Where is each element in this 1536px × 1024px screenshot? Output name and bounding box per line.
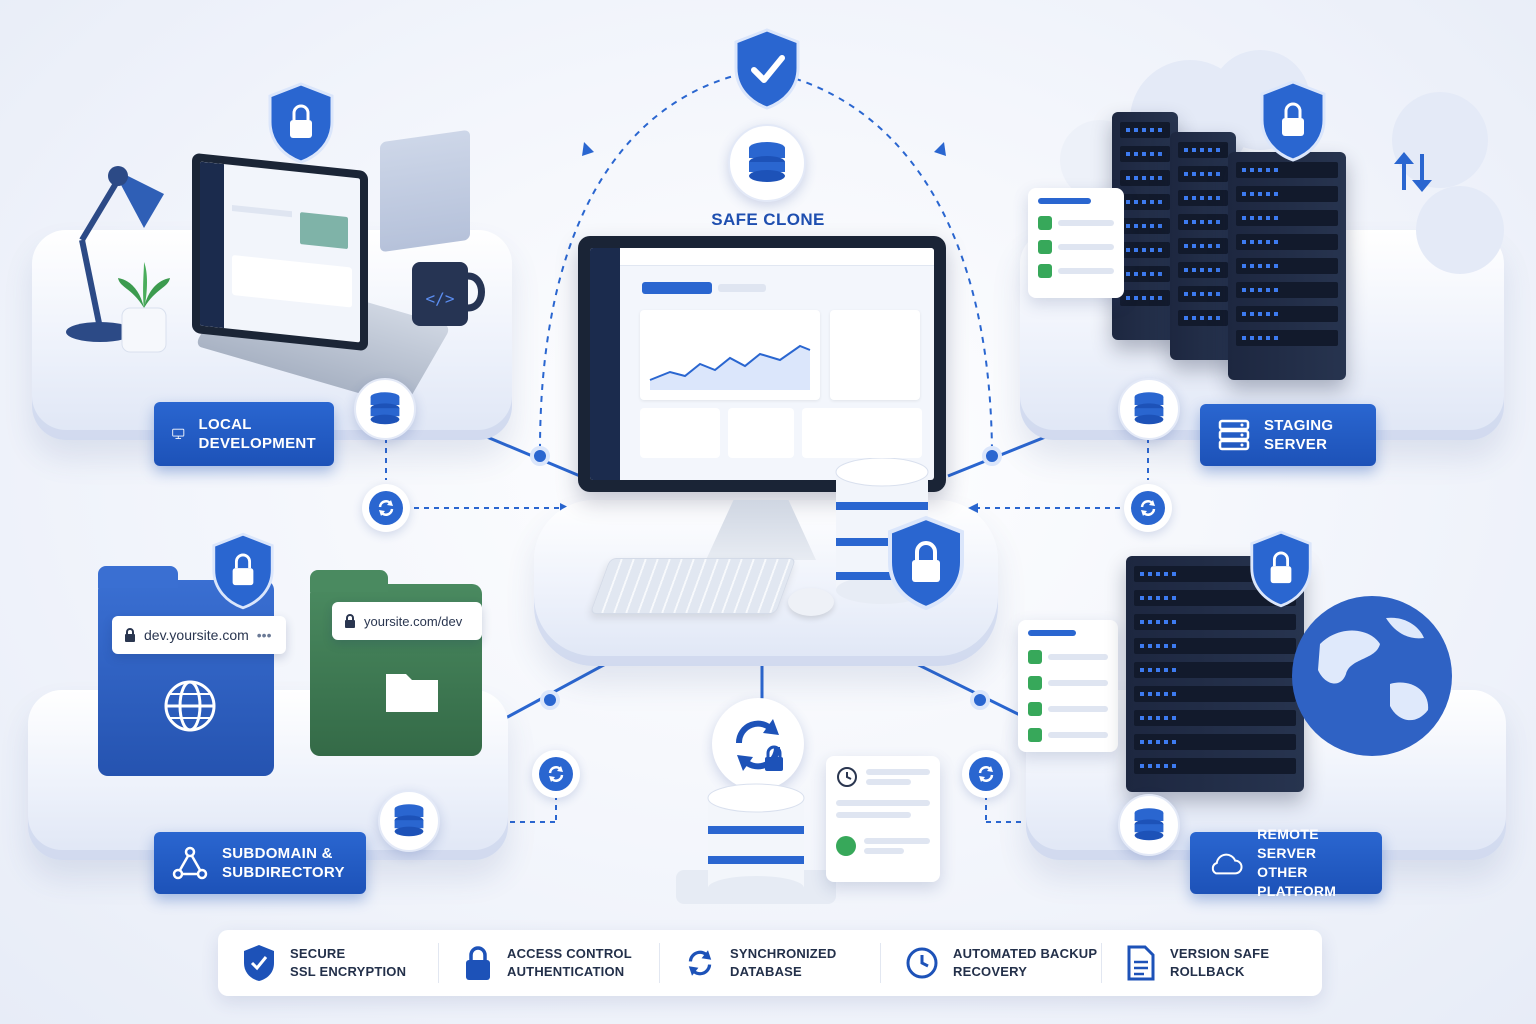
staging-database-node[interactable] [1118,378,1180,440]
safe-clone-database-icon [728,124,806,202]
staging-server-rack-2 [1170,132,1236,360]
subdomain-subdirectory-text: SUBDOMAIN &SUBDIRECTORY [222,845,345,881]
remote-database-node[interactable] [1118,794,1180,856]
sync-icon [378,500,394,516]
dashboard-screen [590,248,934,480]
globe-icon [164,680,216,732]
shield-check-icon [244,945,274,981]
sync-icon [688,950,712,976]
remote-connector-dot [970,690,990,710]
sync-lock-icon [735,719,783,771]
clock-icon [837,767,857,787]
sync-icon [548,766,564,782]
subdirectory-url-text: yoursite.com/dev [364,613,463,629]
backup-database-stack [676,783,836,904]
cloud-icon [1211,853,1243,875]
subdomain-subdirectory-label[interactable]: SUBDOMAIN &SUBDIRECTORY [154,832,366,894]
staging-lock-shield-icon [1260,80,1326,162]
coffee-mug-icon: </> [412,262,485,326]
staging-checklist-card [1028,188,1124,298]
upload-download-arrows-icon [1394,152,1432,192]
clock-icon [906,947,938,979]
svg-text:</>: </> [426,289,455,308]
lock-icon [125,628,135,642]
sync-lock-node[interactable] [712,698,804,790]
remote-checklist-card [1018,620,1118,752]
local-database-node[interactable] [354,378,416,440]
subdomain-folder-blue [98,566,274,776]
shield-check-icon [734,28,800,110]
more-icon: ••• [256,627,272,643]
sync-icon [978,766,994,782]
staging-sync-node[interactable] [1124,484,1172,532]
code-editor-window [380,129,470,253]
keyboard [589,558,797,614]
local-lock-shield-icon [268,82,334,164]
lock-icon [345,614,355,628]
backup-history-card [826,756,940,882]
desk-lamp [66,166,164,342]
subdirectory-url-bar[interactable]: yoursite.com/dev [332,602,482,640]
remote-sync-node[interactable] [962,750,1010,798]
subdomain-url-bar[interactable]: dev.yoursite.com ••• [112,616,286,654]
globe-earth-icon [1292,596,1452,756]
folder-icon [386,674,438,712]
remote-lock-shield-icon [1250,530,1312,608]
mouse [788,588,834,616]
lock-icon [466,946,490,980]
document-icon [1127,945,1155,981]
check-badge-icon [836,836,856,856]
subdomain-connector-dot [540,690,560,710]
subdomain-lock-shield-icon [212,532,274,610]
safe-clone-title: SAFE CLONE [711,210,825,229]
network-tree-icon [172,846,208,880]
staging-server-rack-3 [1228,152,1346,380]
local-sync-node[interactable] [362,484,410,532]
subdomain-sync-node[interactable] [532,750,580,798]
staging-server-rack-1 [1112,112,1178,340]
central-monitor [578,236,946,492]
desktop-monitor-icon [172,428,185,439]
staging-connector-dot [982,446,1002,466]
server-stack-icon [1218,419,1250,451]
sync-icon [1140,500,1156,516]
central-lock-shield-icon [888,516,964,610]
laptop-screen [192,152,368,352]
local-connector-dot [530,446,550,466]
subdomain-database-node[interactable] [378,790,440,852]
potted-plant [118,262,170,353]
subdomain-url-text: dev.yoursite.com [144,627,249,643]
